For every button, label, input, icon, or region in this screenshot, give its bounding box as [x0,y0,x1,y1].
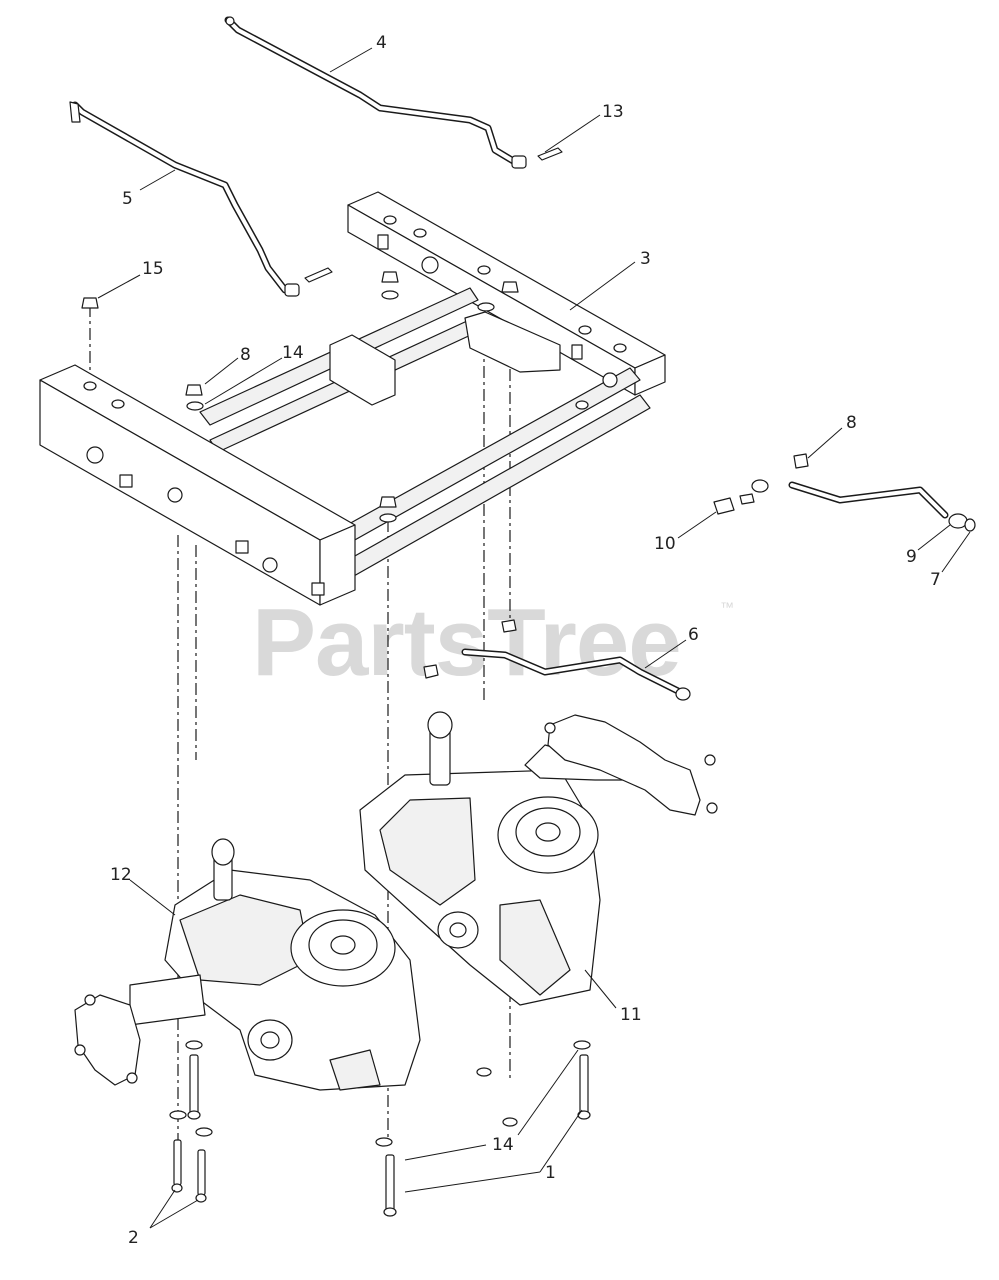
clip-13 [537,147,563,161]
callout-12: 12 [110,865,132,885]
callout-labels: 4 13 5 15 3 8 14 8 10 9 7 6 11 12 14 1 2 [110,33,941,1248]
callout-14-bottom: 14 [492,1135,514,1155]
control-rod-4 [224,16,527,169]
callout-5: 5 [122,189,133,209]
watermark-trademark: ™ [720,599,734,615]
bolts-1 [187,1054,591,1217]
bolts-2 [171,1139,207,1203]
callout-8-left: 8 [240,345,251,365]
watermark: PartsTree [252,589,681,696]
hardware-nuts-washers [81,271,519,523]
callout-3: 3 [640,249,651,269]
transaxle-11 [359,711,718,1006]
frame-weldment-3 [39,191,666,606]
callout-2: 2 [128,1228,139,1248]
callout-7: 7 [930,570,941,590]
callout-11: 11 [620,1005,642,1025]
pivot-8-right [751,453,809,493]
washers-14 [169,1040,591,1147]
control-rod-6 [423,619,691,701]
callout-9: 9 [906,547,917,567]
callout-4: 4 [376,33,387,53]
spacer-10 [713,493,755,515]
control-rod-7 [788,481,976,532]
callout-8-right: 8 [846,413,857,433]
callout-15: 15 [142,259,164,279]
callout-14-top: 14 [282,343,304,363]
transaxle-12 [74,838,421,1091]
leader-lines [97,47,971,1229]
callout-1: 1 [545,1163,556,1183]
callout-6: 6 [688,625,699,645]
callout-13: 13 [602,102,624,122]
callout-10: 10 [654,534,676,554]
control-rod-5 [69,101,333,297]
